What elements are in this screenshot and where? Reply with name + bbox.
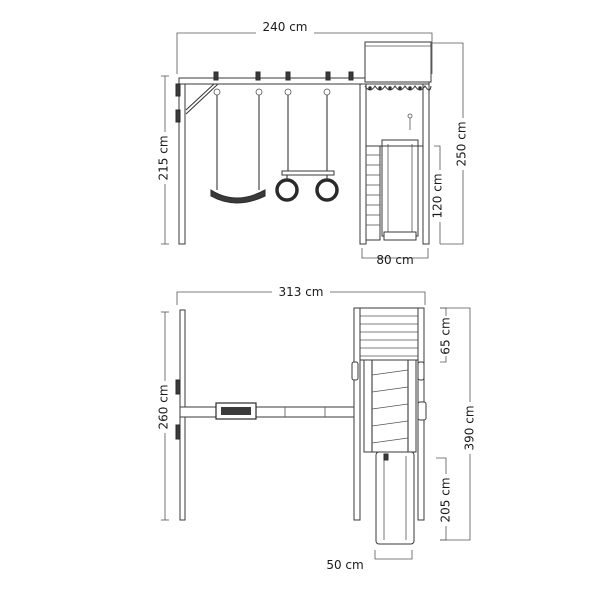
tower-climbing-wall bbox=[365, 145, 381, 241]
dimension-front-height: 215 cm bbox=[154, 75, 174, 245]
dimension-total-depth: 390 cm bbox=[440, 307, 480, 541]
slide-width-label: 50 cm bbox=[326, 558, 363, 572]
handle-left bbox=[351, 361, 359, 381]
tower-post-left bbox=[359, 77, 367, 245]
dimension-tower-width: 80 cm bbox=[361, 248, 429, 267]
tower-depth-label: 65 cm bbox=[439, 317, 453, 354]
trapeze-bar bbox=[275, 88, 339, 202]
tower-roof bbox=[364, 41, 432, 130]
top-view: 313 cm 260 cm 65 cm 390 cm 205 cm bbox=[154, 284, 480, 572]
dimension-tower-depth: 65 cm bbox=[436, 307, 456, 363]
dimension-slide-width: 50 cm bbox=[326, 550, 413, 572]
slide-length-label: 205 cm bbox=[439, 477, 453, 522]
front-width-label: 240 cm bbox=[262, 20, 307, 34]
swing-leg-left bbox=[178, 77, 186, 245]
tower-width-label: 80 cm bbox=[376, 253, 413, 267]
top-width-label: 313 cm bbox=[278, 285, 323, 299]
dimension-beam-length: 260 cm bbox=[154, 311, 174, 521]
dimension-deck-height: 120 cm bbox=[429, 145, 449, 244]
dimension-front-width: 240 cm bbox=[176, 19, 433, 74]
gym-ring-left bbox=[275, 178, 299, 202]
tower-deck-planks bbox=[357, 307, 421, 361]
beam-length-label: 260 cm bbox=[157, 384, 171, 429]
dimension-top-width: 313 cm bbox=[176, 284, 426, 305]
steering-wheel-mount bbox=[417, 401, 427, 421]
swing-beam-top bbox=[179, 406, 361, 418]
gym-ring-right bbox=[315, 178, 339, 202]
deck-height-label: 120 cm bbox=[431, 173, 445, 218]
total-height-label: 250 cm bbox=[455, 121, 469, 166]
total-depth-label: 390 cm bbox=[463, 405, 477, 450]
handle-right bbox=[417, 361, 425, 381]
front-height-label: 215 cm bbox=[157, 135, 171, 180]
slide-top bbox=[375, 451, 415, 545]
dimension-total-height: 250 cm bbox=[432, 42, 473, 245]
corner-brace bbox=[185, 83, 215, 111]
belt-swing bbox=[210, 88, 266, 204]
tower-post-top-left bbox=[353, 307, 361, 521]
tower-post-right bbox=[422, 77, 430, 245]
dimension-slide-length: 205 cm bbox=[436, 457, 456, 541]
front-view: 240 cm 215 cm 250 cm 120 cm 80 cm bbox=[154, 19, 473, 267]
climbing-ladder bbox=[363, 359, 417, 453]
swing-hooks bbox=[175, 71, 354, 123]
slide-front bbox=[381, 139, 419, 241]
